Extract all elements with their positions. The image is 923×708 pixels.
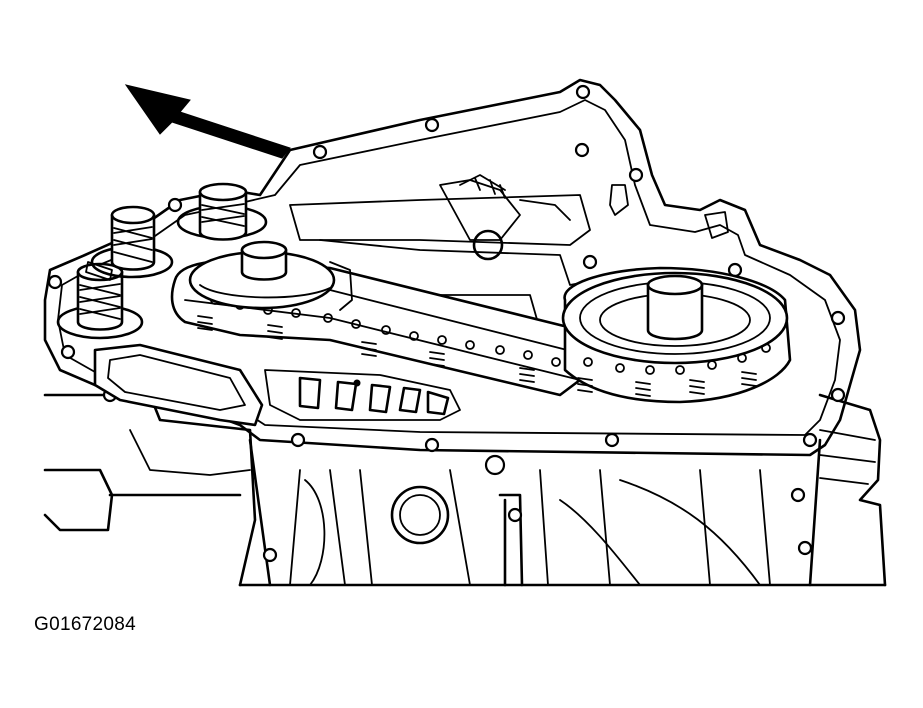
gasket-bolt-holes — [47, 84, 846, 563]
oil-passage-panel — [93, 343, 461, 427]
cam-sprocket — [561, 271, 789, 365]
valve-spring-1 — [56, 262, 144, 340]
valve-spring-2 — [90, 205, 174, 279]
engine-timing-chain-diagram — [43, 78, 887, 587]
crank-sprocket — [188, 240, 353, 311]
chain-pin-marks — [197, 315, 757, 397]
valve-springs — [56, 182, 268, 340]
timing-cover-gasket — [43, 78, 862, 563]
engine-block — [43, 393, 887, 587]
valve-spring-4 — [85, 261, 113, 281]
valve-spring-3 — [176, 182, 268, 241]
figure-id-label: G01672084 — [34, 614, 137, 635]
arrow-icon — [124, 84, 291, 159]
